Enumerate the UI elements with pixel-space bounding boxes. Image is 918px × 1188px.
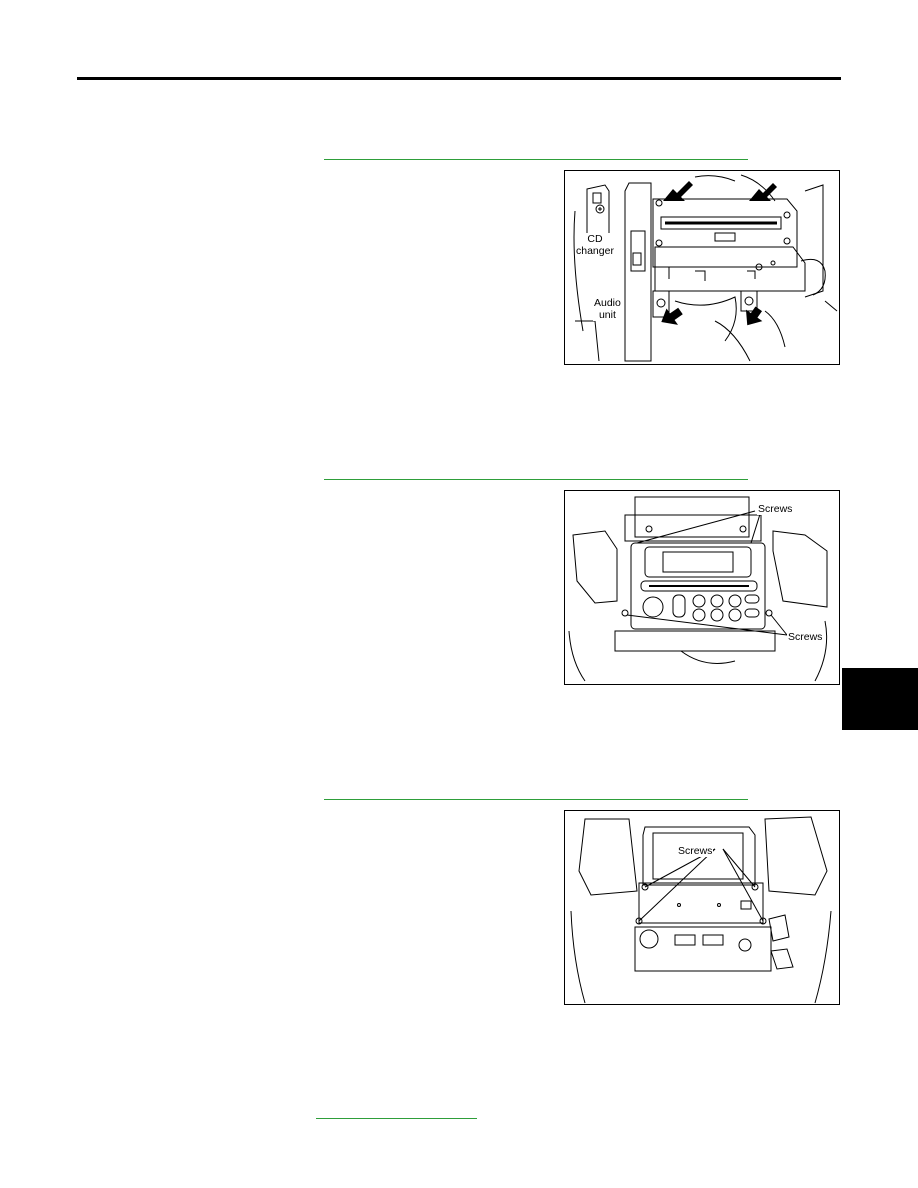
footer-link-rule[interactable] [316,1118,477,1119]
audio-unit-removal-illustration [573,174,838,362]
arrow-icon [661,181,777,326]
section-rule-2 [324,479,748,480]
audio-unit-screws-illustration [568,496,828,682]
callout-screws-bottom: Screws [787,631,824,643]
header-rule [77,77,841,80]
callout-screws-top: Screws [757,503,794,515]
figure-bracket-screws: Screws [564,810,840,1005]
figure-audio-unit-screws: Screws Screws [564,490,840,685]
callout-screws: Screws [677,845,714,857]
section-tab [842,668,918,730]
section-rule-1 [324,159,748,160]
section-rule-3 [324,799,748,800]
bracket-screws-illustration [570,816,832,1004]
